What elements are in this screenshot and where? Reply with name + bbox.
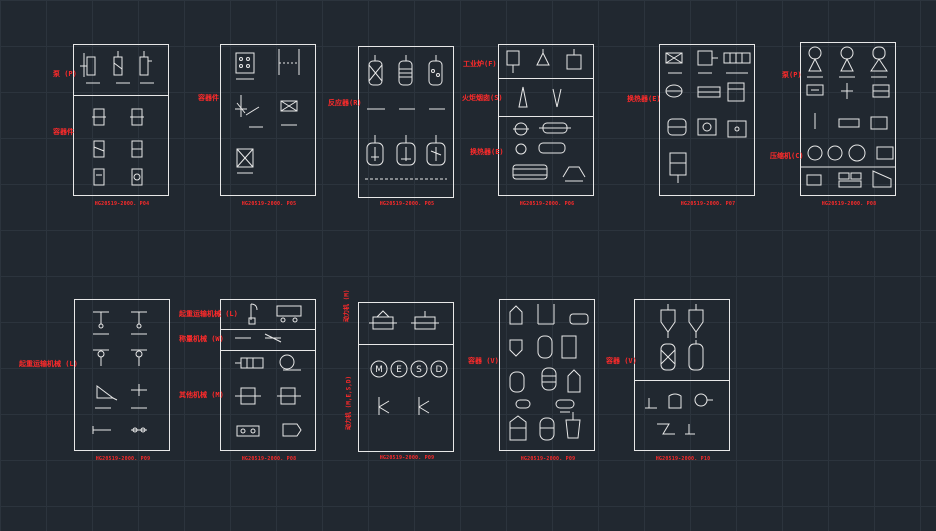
category-label-motor-types: 动力机 (M,E,S,D) (345, 375, 353, 430)
category-label-exchanger: 换热器(E) (470, 148, 504, 156)
drawing-sheet-7[interactable]: HG20519-2000. P09 (74, 299, 170, 462)
category-label-reactor: 反应器(R) (328, 99, 362, 107)
drawing-sheet-9[interactable]: M E S D HG20519-2000. P09 (358, 302, 454, 461)
sheet-caption: HG20519-2000. P09 (379, 455, 435, 461)
category-label-vessel: 容器 (V) (468, 357, 499, 365)
weighing-and-misc-machinery-symbols (235, 303, 302, 437)
drawing-sheet-10[interactable]: HG20519-2000. P09 (499, 299, 595, 462)
category-label-misc: 其他机械 (M) (179, 391, 224, 399)
vessel-symbols (509, 304, 589, 441)
sheet-caption: HG20519-2000. P09 (520, 456, 576, 462)
motor-letter-M: M (375, 365, 383, 375)
category-label-furnace: 工业炉(F) (463, 60, 497, 68)
category-label-vessel-parts: 容器件 (53, 128, 74, 136)
sheet-caption: HG20519-2000. P07 (680, 201, 736, 207)
sheet-divider (499, 116, 593, 117)
sheet-caption: HG20519-2000. P06 (519, 201, 575, 207)
sheet-caption: HG20519-2000. P08 (821, 201, 877, 207)
motor-letter-E: E (396, 365, 402, 375)
sheet-divider (221, 350, 315, 351)
drawing-sheet-5[interactable]: HG20519-2000. P07 (659, 44, 755, 207)
category-label-internals: 容器件 (198, 94, 219, 102)
drawing-sheet-2[interactable]: HG20519-2000. P05 (220, 44, 316, 207)
vessel-internals-symbols (235, 49, 300, 174)
sheet-divider (221, 329, 315, 330)
reactor-symbols (365, 55, 447, 180)
category-label-exchanger-2: 换热器(E) (627, 95, 661, 103)
drawing-sheet-4[interactable]: HG20519-2000. P06 (498, 44, 594, 207)
drawing-sheet-1[interactable]: HG20519-2000. P04 (73, 44, 169, 207)
category-label-weighing: 称量机械 (W) (179, 335, 224, 343)
motor-letter-S: S (416, 365, 422, 375)
category-label-pump-2: 泵(P) (782, 71, 802, 79)
drawing-sheet-6[interactable]: HG20519-2000. P08 (800, 42, 896, 207)
category-label-pump: 泵 (P) (53, 70, 77, 78)
sheet-caption: HG20519-2000. P09 (95, 456, 151, 462)
sheet-caption: HG20519-2000. P05 (379, 201, 435, 207)
sheet-caption: HG20519-2000. P04 (94, 201, 150, 207)
sheet-divider (74, 95, 168, 96)
drawing-sheet-11[interactable]: HG20519-2000. P10 (634, 299, 730, 462)
furnace-flare-exchanger-symbols (506, 49, 586, 182)
sheet-caption: HG20519-2000. P08 (241, 456, 297, 462)
drawing-sheet-3[interactable]: HG20519-2000. P05 (358, 46, 454, 207)
pump-compressor-symbols (801, 46, 895, 188)
sheet-caption: HG20519-2000. P10 (655, 456, 711, 462)
vessel-symbols-2 (645, 304, 713, 435)
drawing-sheet-8[interactable]: HG20519-2000. P08 (220, 299, 316, 462)
sheet-divider (499, 78, 593, 79)
motor-letter-D: D (436, 365, 443, 375)
heat-exchanger-symbols (665, 50, 751, 183)
sheet-divider (359, 344, 453, 345)
category-label-vessel-2: 容器 (V) (606, 357, 637, 365)
motor-symbols: M E S D (369, 310, 448, 415)
category-label-flare: 火炬烟囱(S) (462, 94, 503, 102)
category-label-lifting: 起重运输机械 (L) (19, 360, 78, 368)
category-label-lifting-2: 起重运输机械 (L) (179, 310, 238, 318)
lifting-transport-symbols (92, 311, 147, 434)
category-label-compressor: 压缩机(C) (770, 152, 804, 160)
sheet-caption: HG20519-2000. P05 (241, 201, 297, 207)
pump-and-vessel-symbols (80, 51, 154, 186)
sheet-divider (635, 380, 729, 381)
category-label-motor: 动力机 (M) (343, 289, 351, 322)
